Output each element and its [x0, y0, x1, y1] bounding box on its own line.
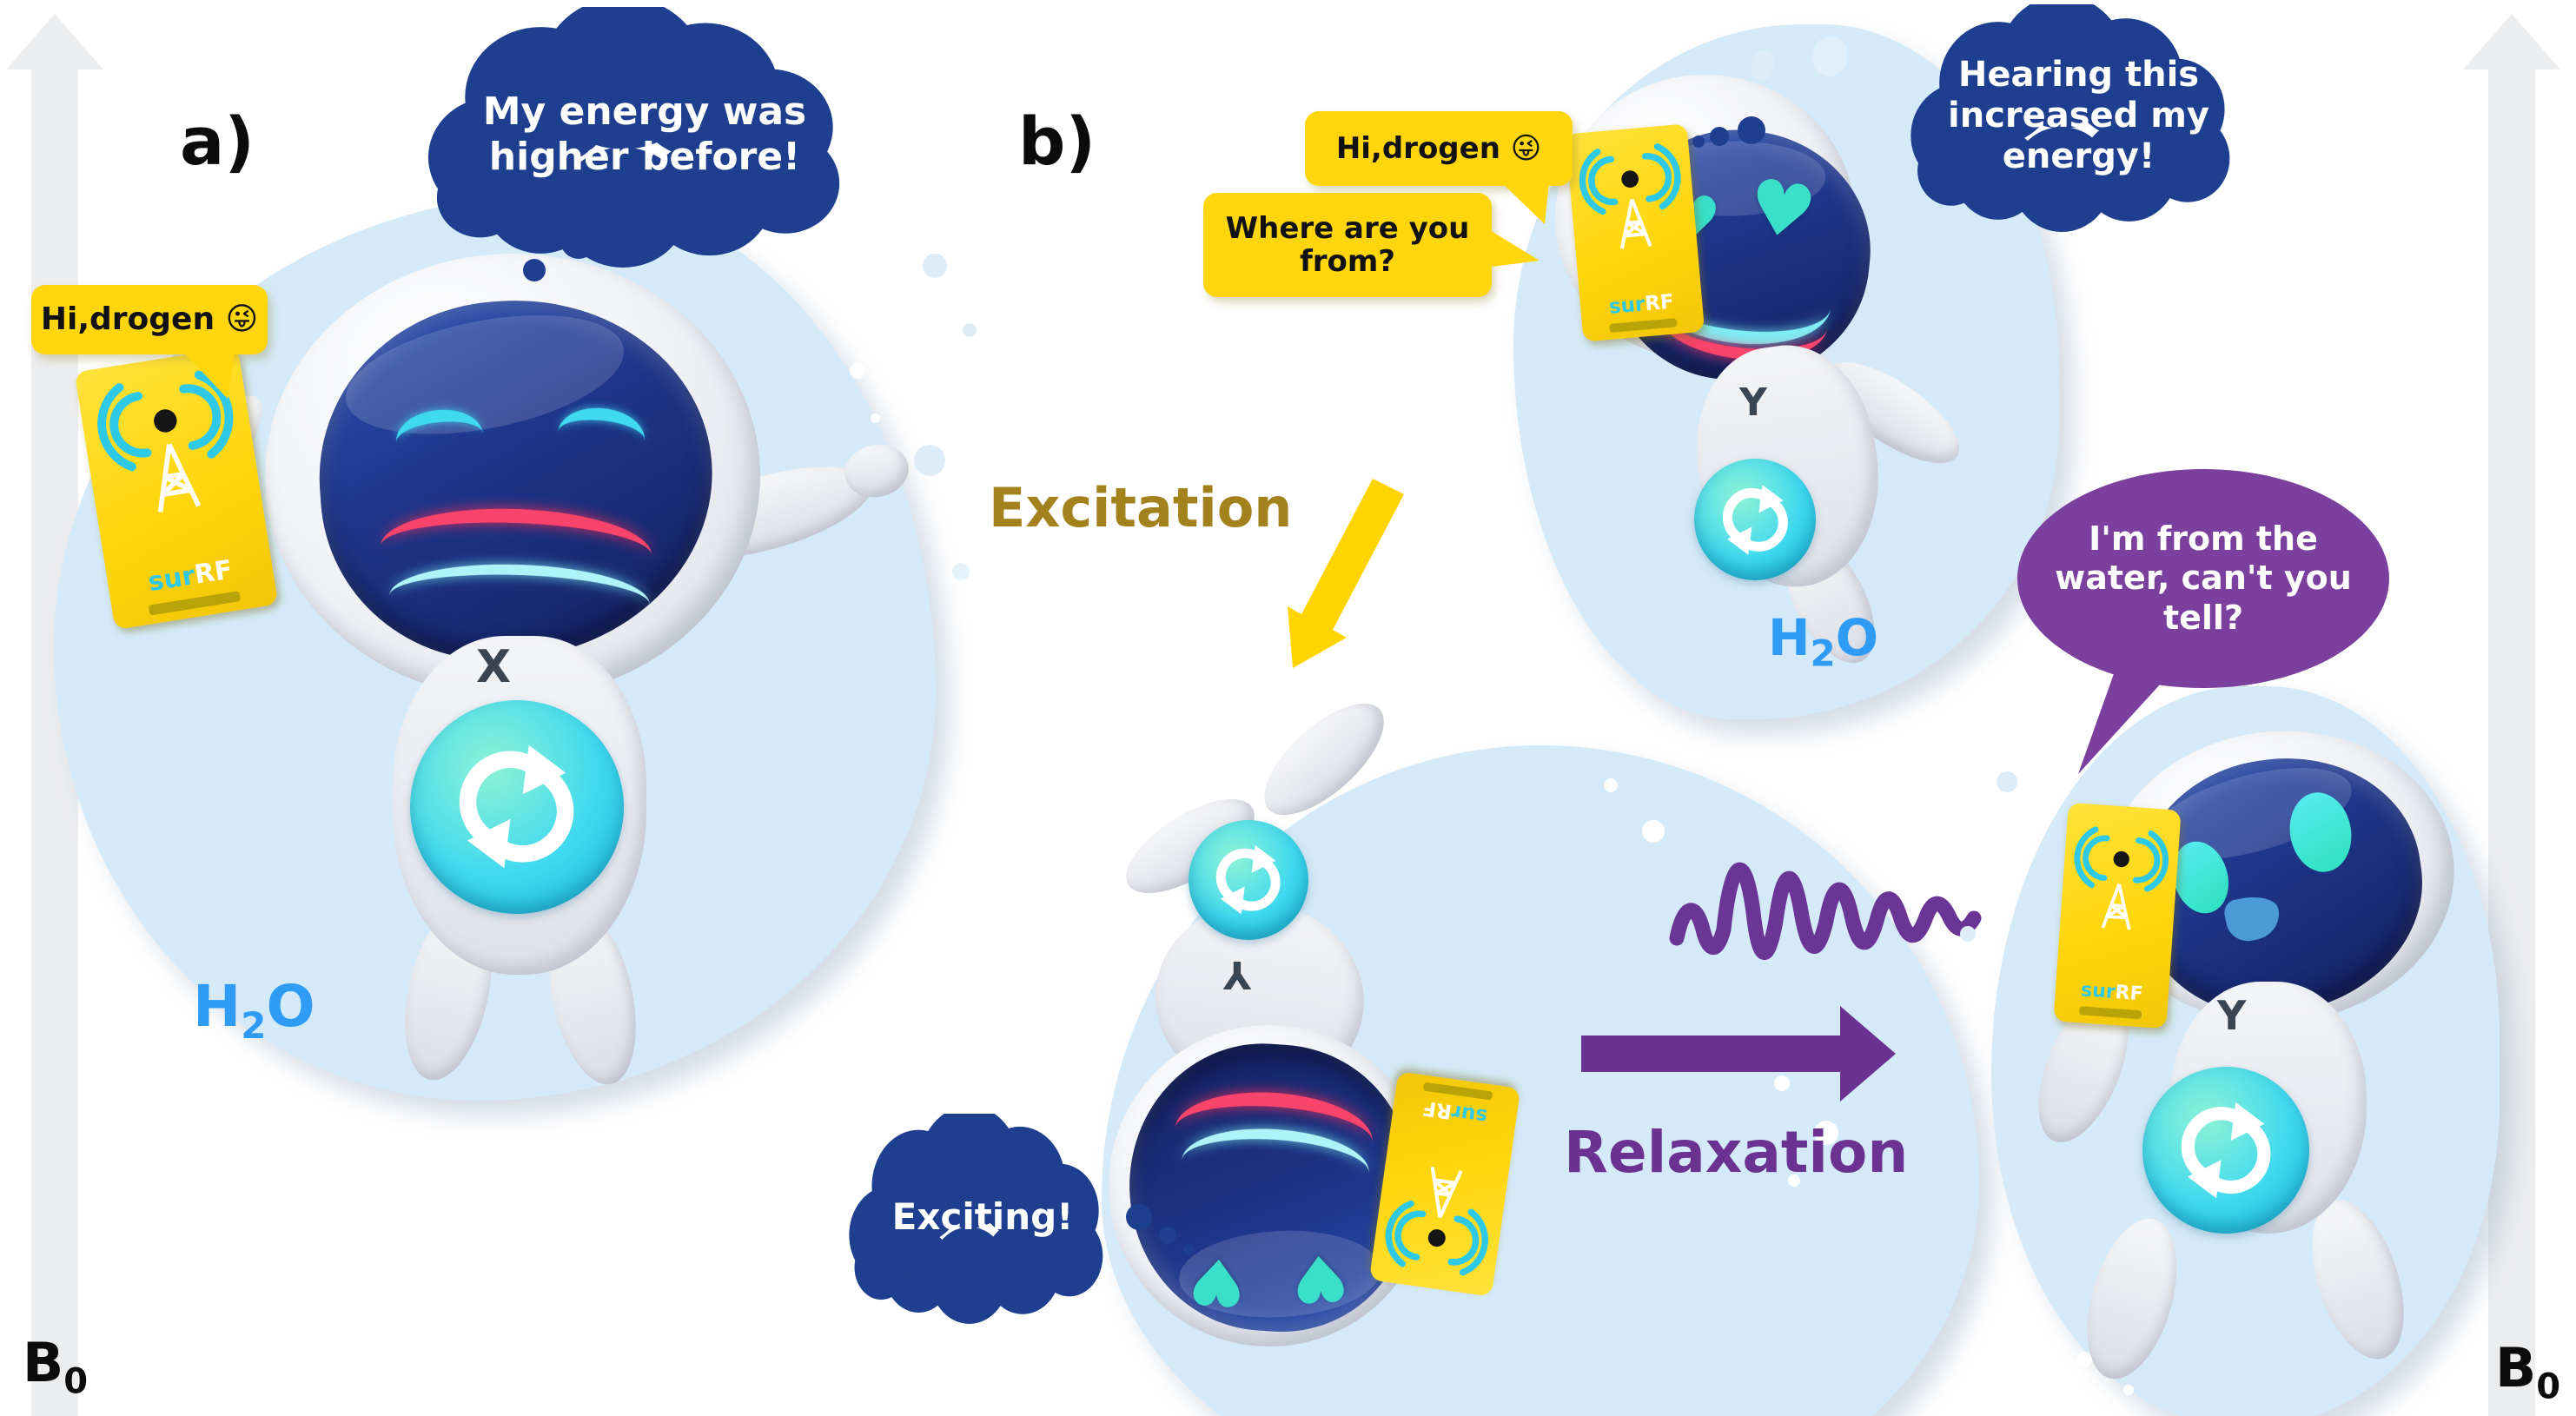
splatter-dot: [1814, 1121, 1838, 1145]
speech-bubble-hidrogen-b: Hi,drogen 😜: [1305, 111, 1573, 186]
speech-tail: [1501, 182, 1549, 224]
thought-cloud-exciting: Exciting!: [836, 1114, 1129, 1324]
thought-dot: [523, 259, 546, 281]
panel-b-label: b): [1018, 103, 1096, 180]
splatter-dot: [923, 254, 947, 278]
rf-signal-icon: [97, 370, 234, 472]
splatter-dot: [871, 414, 880, 423]
b0-label-left: B0: [23, 1331, 89, 1402]
rf-phone-icon: surRF: [1368, 1071, 1521, 1297]
b0-field-arrow-right: [2488, 66, 2535, 1416]
robot-a-spin-circle-icon: [410, 700, 624, 914]
thought-dot: [1159, 1227, 1176, 1244]
phone-slot: [2078, 1006, 2142, 1020]
relaxation-label: Relaxation: [1564, 1119, 1909, 1186]
b0-label-right: B0: [2495, 1336, 2561, 1407]
robot-b-mid-heart-eye-icon: ♥: [1288, 1238, 1352, 1318]
phone-brand-label: surRF: [1607, 290, 1675, 319]
phone-slot: [1608, 318, 1678, 333]
phone-brand-label: surRF: [146, 554, 235, 599]
phone-brand-label: surRF: [1420, 1095, 1489, 1128]
robot-b-mid-spin-circle-icon: [1189, 820, 1308, 940]
splatter-dot: [952, 563, 970, 580]
robot-b-mid-heart-eye-icon: ♥: [1186, 1241, 1249, 1321]
robot-b-right-spin-circle-icon: [2142, 1067, 2309, 1234]
splatter-dot: [1997, 771, 2017, 792]
speech-tail: [182, 351, 235, 399]
splatter-dot: [1788, 1174, 1800, 1187]
splatter-dot: [963, 323, 977, 337]
robot-b-right-spin-label: Y: [2217, 992, 2247, 1039]
speech-bubble-purple: I'm from the water, can't you tell?: [2017, 469, 2389, 688]
phone-brand-label: surRF: [2080, 979, 2144, 1006]
splatter-dot: [1774, 1075, 1790, 1091]
splatter-dot: [1604, 778, 1618, 792]
speech-text-purple: I'm from the water, can't you tell?: [2055, 519, 2352, 637]
thought-dot: [1692, 136, 1705, 148]
splatter-dot: [1642, 820, 1665, 843]
antenna-tower-icon: [157, 443, 202, 513]
robot-b-mid-spin-label: Y: [1223, 952, 1251, 996]
speech-tail: [2078, 657, 2179, 774]
thought-dot: [1126, 1204, 1152, 1230]
speech-tail: [1486, 228, 1540, 268]
thought-dot: [1183, 1244, 1194, 1254]
splatter-dot: [1960, 926, 1976, 942]
excitation-label: Excitation: [989, 476, 1293, 539]
relaxation-arrowhead-icon: [1840, 1006, 1896, 1102]
splatter-dot: [850, 363, 865, 379]
b0-field-arrowhead-right-icon: [2463, 14, 2560, 69]
thought-dot: [560, 222, 597, 259]
h2o-label-b: H2O: [1768, 608, 1879, 675]
b0-field-arrowhead-left-icon: [6, 14, 103, 69]
rf-phone-icon: surRF: [2053, 802, 2182, 1029]
relaxation-arrow-shaft: [1581, 1036, 1842, 1072]
splatter-dot: [1752, 50, 1774, 80]
rf-wave-icon: [1669, 862, 1982, 960]
splatter-dot: [1812, 36, 1847, 76]
splatter-dot: [914, 445, 945, 476]
thought-dot: [1710, 127, 1729, 146]
rf-phone-icon: surRF: [74, 346, 279, 631]
splatter-dot: [2123, 1385, 2134, 1395]
speech-bubble-where-from: Where are you from?: [1203, 193, 1492, 297]
robot-a-spin-label: X: [476, 641, 512, 693]
thought-text-exciting: Exciting!: [891, 1194, 1074, 1238]
thought-dot: [1738, 116, 1765, 144]
h2o-label-a: H2O: [193, 973, 315, 1048]
speech-bubble-hidrogen-a: Hi,drogen 😜: [31, 285, 268, 354]
excitation-arrow-icon: [1288, 479, 1404, 668]
robot-b-top-spin-label: Y: [1739, 380, 1767, 425]
panel-a-label: a): [180, 103, 255, 180]
rf-phone-icon: surRF: [1565, 123, 1705, 342]
robot-b-top-spin-circle-icon: [1694, 459, 1816, 580]
splatter-dot: [2076, 1352, 2092, 1367]
